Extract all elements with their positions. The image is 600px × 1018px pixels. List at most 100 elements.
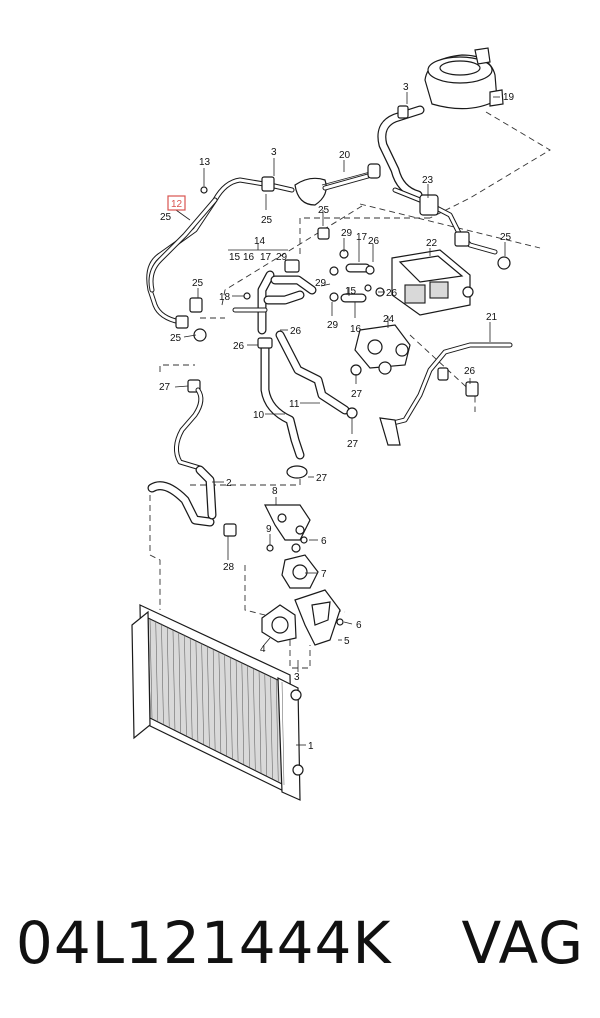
radiator-fin [264, 673, 268, 777]
brand-name: VAG [461, 909, 585, 977]
callout-14: 14 [254, 236, 266, 247]
pump-7 [266, 536, 319, 589]
callout-10: 10 [253, 410, 265, 421]
radiator-fin [276, 679, 279, 783]
bracket-8 [264, 504, 311, 541]
hose-10 [257, 337, 305, 460]
valve-block-22 [391, 249, 474, 316]
callout-29: 29 [315, 278, 327, 289]
radiator-fin [235, 659, 239, 762]
clamps-27 [187, 364, 362, 479]
radiator-fin [149, 617, 153, 719]
radiator-fin [270, 676, 273, 780]
callout-26: 26 [386, 288, 398, 299]
radiator-fin [281, 681, 285, 786]
radiator-fin [201, 643, 204, 745]
radiator-fin [195, 640, 199, 742]
callout-1: 1 [308, 741, 314, 752]
callout-25: 25 [170, 333, 182, 344]
radiator-fin [155, 620, 158, 721]
hose-23 [392, 187, 511, 270]
callout-17: 17 [356, 232, 368, 243]
callout-16: 16 [243, 252, 255, 263]
callout-23: 23 [422, 175, 434, 186]
callout-15: 15 [345, 286, 357, 297]
callout-26: 26 [464, 366, 476, 377]
callout-29: 29 [327, 320, 339, 331]
callout-26: 26 [233, 341, 245, 352]
part-number: 04L121444K [15, 909, 392, 977]
callout-27: 27 [351, 389, 363, 400]
radiator-fin [166, 626, 170, 727]
radiator-fin [230, 656, 233, 759]
assembly-guide-lines [149, 111, 551, 669]
coolant-system-diagram: 3 19 3 13 20 23 12 25 25 25 14 15 16 17 … [131, 47, 551, 801]
expansion-tank [424, 47, 504, 110]
callout-9: 9 [266, 524, 272, 535]
callout-4: 4 [260, 644, 266, 655]
small-hoses-16-17 [329, 249, 385, 303]
callout-3: 3 [403, 82, 409, 93]
callout-22: 22 [426, 238, 438, 249]
radiator-fins [149, 617, 285, 786]
radiator-fin [178, 631, 181, 733]
radiator-fin [218, 651, 222, 753]
callout-6: 6 [356, 620, 362, 631]
callout-25: 25 [500, 232, 512, 243]
callout-13: 13 [199, 157, 211, 168]
radiator-fin [241, 662, 245, 765]
radiator-fin [253, 668, 256, 771]
leader-lines [174, 92, 506, 746]
pump-4 [261, 604, 297, 643]
callout-19: 19 [503, 92, 515, 103]
callout-20: 20 [339, 150, 351, 161]
callout-6: 6 [321, 536, 327, 547]
callout-29: 29 [341, 228, 353, 239]
callout-29: 29 [276, 252, 288, 263]
hose-group-14 [189, 259, 317, 342]
highlight-box-12 [167, 195, 186, 211]
hose-11 [275, 330, 358, 419]
callout-25: 25 [261, 215, 273, 226]
radiator-fin [184, 634, 187, 736]
callout-17: 17 [260, 252, 272, 263]
callout-15: 15 [229, 252, 241, 263]
radiator-fin [207, 645, 210, 748]
callout-8: 8 [272, 486, 278, 497]
callout-21: 21 [486, 312, 498, 323]
callout-27: 27 [159, 382, 171, 393]
coolant-flange-24 [354, 324, 411, 375]
callout-5: 5 [344, 636, 350, 647]
radiator-fin [189, 637, 193, 739]
callout-labels: 3 19 3 13 20 23 12 25 25 25 14 15 16 17 … [159, 82, 515, 752]
radiator-fin [224, 654, 227, 756]
callout-7: 7 [321, 569, 327, 580]
sensor-line-20 [294, 163, 381, 206]
radiator-fin [172, 629, 176, 730]
callout-24: 24 [383, 314, 395, 325]
radiator-fin [258, 670, 262, 774]
hose-2 [147, 387, 237, 537]
callout-25: 25 [318, 205, 330, 216]
callout-27: 27 [347, 439, 359, 450]
callout-26: 26 [368, 236, 380, 247]
callout-2: 2 [226, 478, 232, 489]
callout-3: 3 [271, 147, 277, 158]
hose-12 [146, 176, 295, 329]
radiator-fin [212, 648, 216, 751]
callout-18: 18 [219, 292, 231, 303]
clamp-25 [317, 227, 330, 240]
callout-11: 11 [289, 399, 300, 410]
callout-12: 12 [171, 199, 183, 210]
radiator-fin [247, 665, 250, 768]
bracket-5 [294, 589, 344, 646]
callout-28: 28 [223, 562, 235, 573]
callout-3: 3 [294, 672, 300, 683]
caption: 04L121444K VAG [0, 898, 600, 988]
tank-return-hose [377, 105, 425, 200]
callout-25: 25 [192, 278, 204, 289]
pipe-21 [379, 342, 513, 446]
callout-25: 25 [160, 212, 172, 223]
callout-26: 26 [290, 326, 302, 337]
callout-27: 27 [316, 473, 328, 484]
